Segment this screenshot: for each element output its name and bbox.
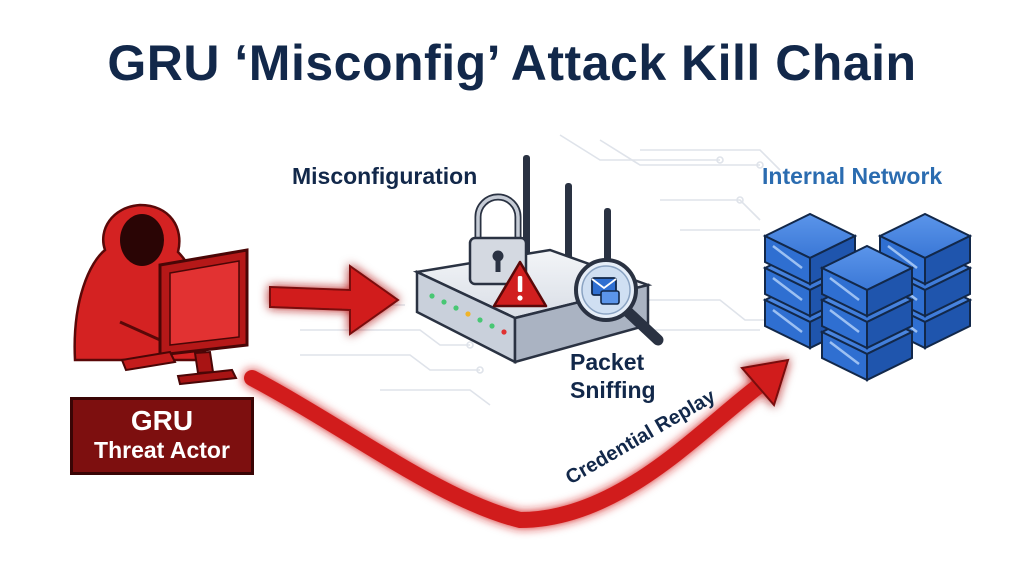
internal-network-label: Internal Network [762,163,943,189]
credential-replay-arrow [244,358,790,529]
packet-sniffing-line2: Sniffing [570,377,656,403]
circuit-traces [300,134,781,406]
padlock-icon [468,193,528,286]
attack-arrow [269,264,400,336]
misconfiguration-label: Misconfiguration [292,163,478,189]
router-status-leds [429,293,507,335]
magnifier-envelope-icon [574,258,664,346]
server-unit [762,212,858,286]
server-unit [819,244,915,318]
computer-monitor-icon [120,248,249,386]
threat-actor-line2: Threat Actor [94,437,230,463]
threat-actor-box: GRU Threat Actor [70,397,254,475]
threat-actor-line1: GRU [130,405,194,436]
packet-sniffing-label: Packet Sniffing [570,348,656,404]
page-title: GRU ‘Misconfig’ Attack Kill Chain [107,35,917,91]
server-unit [877,212,973,286]
server-stack-icon [762,212,973,382]
warning-icon [492,260,548,308]
packet-sniffing-line1: Packet [570,349,645,375]
